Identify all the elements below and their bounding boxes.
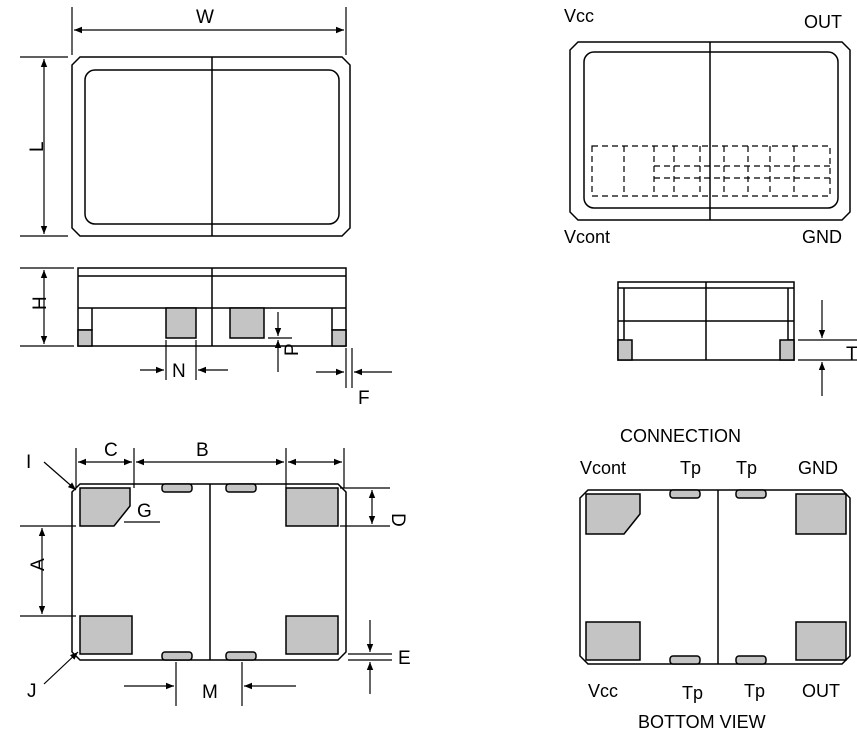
label-j: J [27, 681, 37, 702]
dimension-n [140, 340, 228, 380]
label-w: W [196, 7, 214, 28]
dimension-f [316, 348, 392, 388]
label-h: H [30, 296, 51, 310]
label-f: F [358, 388, 370, 409]
label-e: E [398, 648, 411, 669]
pin-label-bottom-right: GND [802, 227, 842, 247]
connection-top-pin-1: Vcont [580, 458, 626, 478]
pin-label-bottom-left: Vcont [564, 227, 610, 247]
top-view-package [71, 56, 351, 237]
connection-caption: BOTTOM VIEW [638, 712, 766, 732]
leader-i [43, 461, 77, 491]
dimension-t [798, 300, 857, 396]
connection-top-pin-3: Tp [736, 458, 757, 478]
side-view-right [617, 281, 795, 361]
label-b: B [196, 440, 209, 461]
label-n: N [172, 361, 186, 382]
label-m: M [202, 682, 218, 703]
pinout-top-view [569, 41, 851, 221]
connection-bottom-pin-3: Tp [744, 681, 765, 701]
connection-bottom-pin-2: Tp [682, 683, 703, 703]
dimension-d [340, 487, 390, 527]
leader-j [43, 651, 79, 685]
label-l: L [27, 141, 48, 152]
connection-title: CONNECTION [620, 426, 741, 446]
label-i: I [26, 452, 31, 473]
dimension-h [20, 267, 74, 347]
dimension-m [124, 662, 296, 706]
label-a: A [28, 558, 49, 571]
pin-label-top-left: Vcc [564, 6, 594, 26]
pin-label-top-right: OUT [804, 12, 842, 32]
connection-bottom-pin-1: Vcc [588, 681, 618, 701]
dimension-l [20, 56, 68, 237]
label-c: C [104, 440, 118, 461]
connection-bottom-pin-4: OUT [802, 681, 840, 701]
label-g: G [137, 501, 152, 522]
dimension-c-b [75, 448, 345, 488]
label-t: T [846, 344, 857, 365]
bottom-view-package [71, 483, 347, 661]
connection-top-pin-4: GND [798, 458, 838, 478]
dimension-p [268, 312, 292, 372]
dimension-w [71, 7, 347, 55]
connection-top-pin-2: Tp [680, 458, 701, 478]
dimension-a [20, 525, 76, 617]
connection-package [579, 489, 851, 665]
side-view-package [77, 267, 347, 347]
label-p: P [282, 343, 303, 356]
dimension-e [348, 620, 392, 694]
label-d: D [387, 513, 408, 527]
